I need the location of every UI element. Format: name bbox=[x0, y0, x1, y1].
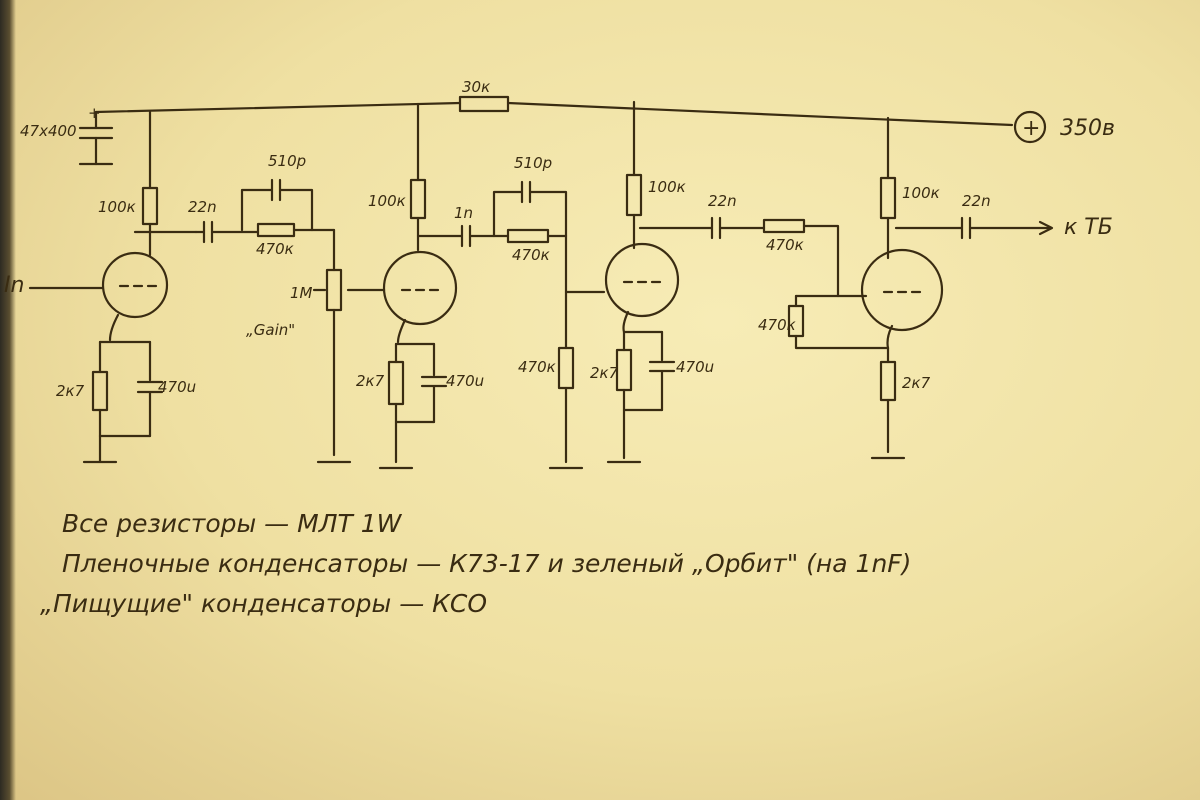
r-470k-1-label: 470к bbox=[256, 240, 294, 258]
supply-voltage-label: 350в bbox=[1060, 116, 1115, 141]
c-470u-2-label: 470u bbox=[446, 372, 484, 390]
supply-rail: + 350в 30к bbox=[94, 78, 1115, 144]
coupling-1: 22n 470к 510p 1М „Gain" bbox=[188, 152, 352, 464]
r-470-label: 470к bbox=[758, 316, 796, 334]
r-1m-label: 1М bbox=[290, 284, 313, 302]
r-470k-3-label: 470к bbox=[518, 358, 556, 376]
resistor-470k-2 bbox=[506, 228, 550, 244]
gain-label: „Gain" bbox=[246, 321, 295, 339]
cathode-resistor-2 bbox=[387, 360, 405, 406]
note-line-3: „Пищущие" конденсаторы — КСО bbox=[40, 589, 487, 618]
supply-plus: + bbox=[1022, 116, 1040, 141]
input-label: In bbox=[4, 273, 24, 298]
resistor-470k-1 bbox=[256, 222, 296, 238]
plate-resistor-1 bbox=[141, 186, 159, 226]
r-100k-3-label: 100к bbox=[648, 178, 686, 196]
r-100k-4-label: 100к bbox=[902, 184, 940, 202]
grid-leak-resistor bbox=[557, 346, 575, 390]
stage-3: 100к 2к7 470u bbox=[590, 100, 714, 464]
plate-resistor-2 bbox=[409, 178, 427, 220]
supply-cap-plus: + bbox=[88, 104, 101, 122]
c-22n-3-label: 22n bbox=[962, 192, 991, 210]
r-2k7-1-label: 2к7 bbox=[56, 382, 85, 400]
supply-cap-label: 47x400 bbox=[20, 122, 77, 140]
c-470u-1-label: 470u bbox=[158, 378, 196, 396]
c-22n-2-label: 22n bbox=[708, 192, 737, 210]
r-100k-2-label: 100к bbox=[368, 192, 406, 210]
stage-2: 100к 2к7 470u bbox=[346, 102, 484, 470]
tube-4 bbox=[860, 248, 944, 332]
stage-4: 100к 22n к ТБ 2к7 bbox=[860, 116, 1113, 460]
c-510p-2-label: 510p bbox=[514, 154, 552, 172]
tube-1 bbox=[101, 251, 169, 319]
output-label: к ТБ bbox=[1064, 215, 1113, 240]
r-2k7-2-label: 2к7 bbox=[356, 372, 385, 390]
resistor-470k-4 bbox=[762, 218, 806, 234]
r-470k-4-label: 470к bbox=[766, 236, 804, 254]
supply-capacitor: 47x400 + bbox=[20, 104, 114, 166]
coupling-3: 22n 470к 470к bbox=[638, 192, 890, 350]
gain-pot bbox=[325, 268, 343, 312]
r-470k-2-label: 470к bbox=[512, 246, 550, 264]
page-edge-shadow bbox=[0, 0, 16, 800]
r-30k-label: 30к bbox=[462, 78, 490, 96]
tube-3 bbox=[604, 242, 680, 318]
r-2k7-4-label: 2к7 bbox=[902, 374, 931, 392]
c-22n-1-label: 22n bbox=[188, 198, 217, 216]
stage-1: 100к In 2к7 470u bbox=[4, 110, 198, 464]
cathode-resistor-1 bbox=[91, 370, 109, 412]
c-510p-1-label: 510p bbox=[268, 152, 306, 170]
r-2k7-3-label: 2к7 bbox=[590, 364, 619, 382]
notes: Все резисторы — МЛТ 1W Пленочные конденс… bbox=[40, 509, 911, 618]
r-100k-1-label: 100к bbox=[98, 198, 136, 216]
plate-resistor-4 bbox=[879, 176, 897, 220]
c-1n-label: 1n bbox=[454, 204, 473, 222]
cathode-resistor-3 bbox=[615, 348, 633, 392]
note-line-2: Пленочные конденсаторы — К73-17 и зелены… bbox=[62, 549, 911, 578]
cathode-resistor-4 bbox=[879, 360, 897, 402]
plate-resistor-3 bbox=[625, 173, 643, 217]
note-line-1: Все резисторы — МЛТ 1W bbox=[62, 509, 403, 538]
tube-2 bbox=[382, 250, 458, 326]
coupling-2: 1n 470к 510p 470к bbox=[416, 154, 606, 470]
c-470u-3-label: 470u bbox=[676, 358, 714, 376]
supply-terminal bbox=[1013, 110, 1047, 144]
resistor-30k bbox=[458, 95, 510, 113]
